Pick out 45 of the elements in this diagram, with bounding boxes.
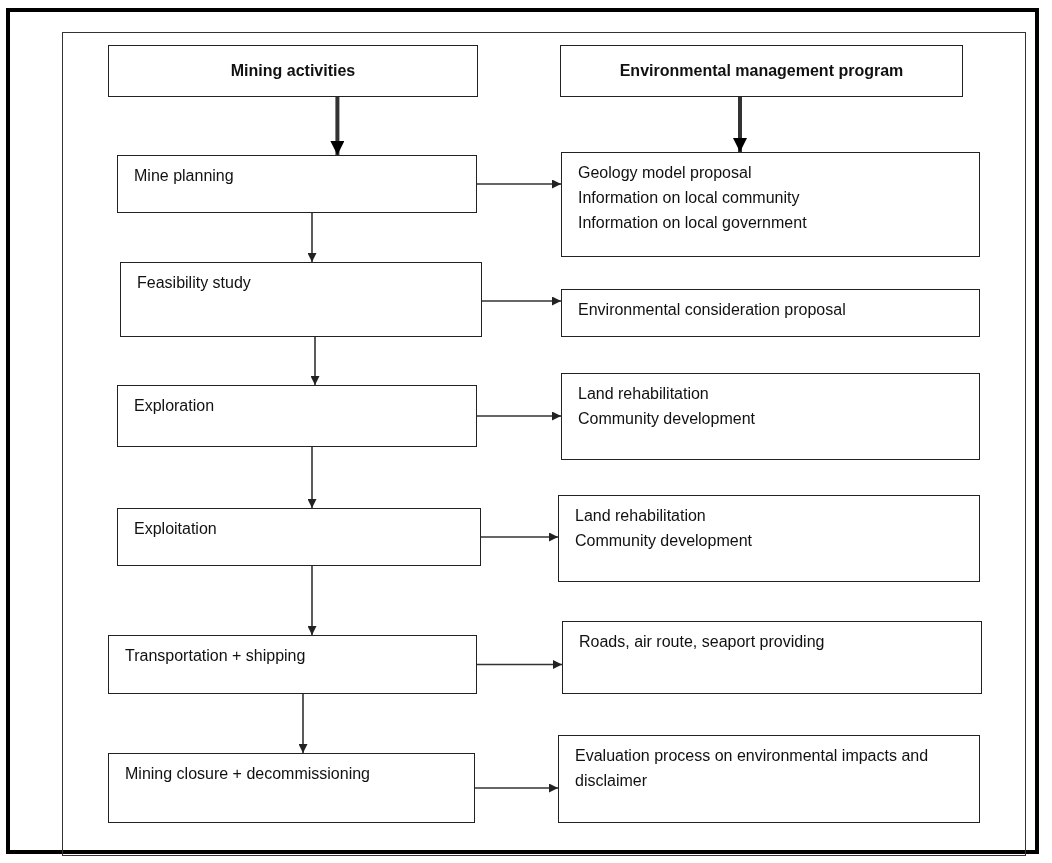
process-box <box>120 262 482 337</box>
process-box <box>117 385 477 447</box>
box-text: Environmental consideration proposal <box>578 300 847 320</box>
box-text: Mining closure + decommissioning <box>125 764 371 784</box>
process-box <box>108 635 477 694</box>
process-box <box>117 155 477 213</box>
process-box <box>108 753 475 823</box>
process-box <box>117 508 481 566</box>
process-box <box>561 373 980 460</box>
arrow <box>733 97 747 152</box>
box-text: Feasibility study <box>137 273 252 293</box>
process-box <box>562 621 982 694</box>
box-text: Transportation + shipping <box>125 646 307 666</box>
box-text: Exploration <box>134 396 216 416</box>
box-text: Land rehabilitation <box>575 506 707 526</box>
arrow <box>298 693 308 754</box>
box-text: Roads, air route, seaport providing <box>579 632 826 652</box>
box-text: Geology model proposal <box>578 163 753 183</box>
box-text: Exploitation <box>134 519 218 539</box>
arrow <box>476 179 562 189</box>
box-text: Information on local community <box>578 187 801 208</box>
box-text: Land rehabilitation <box>578 384 710 404</box>
arrow <box>330 97 345 155</box>
box-text: Information on local government <box>578 212 808 233</box>
heading-box <box>108 45 478 97</box>
arrow <box>476 660 563 669</box>
arrow <box>476 411 562 421</box>
box-text: Evaluation process on environmental impacts and disclaimer <box>575 746 930 791</box>
arrow <box>307 446 317 509</box>
arrow <box>480 532 559 542</box>
box-text: Mining activities <box>230 60 356 81</box>
box-text: Mine planning <box>134 166 235 186</box>
box-text: Community development <box>578 408 756 429</box>
arrow <box>307 212 317 263</box>
process-box <box>558 495 980 582</box>
arrow <box>481 296 562 306</box>
arrow <box>310 336 320 386</box>
arrow <box>474 783 559 793</box>
box-text: Community development <box>575 530 753 551</box>
heading-box <box>560 45 963 97</box>
process-box <box>558 735 980 823</box>
process-box <box>561 289 980 337</box>
process-box <box>561 152 980 257</box>
box-text: Environmental management program <box>619 60 904 81</box>
arrow <box>307 565 317 636</box>
